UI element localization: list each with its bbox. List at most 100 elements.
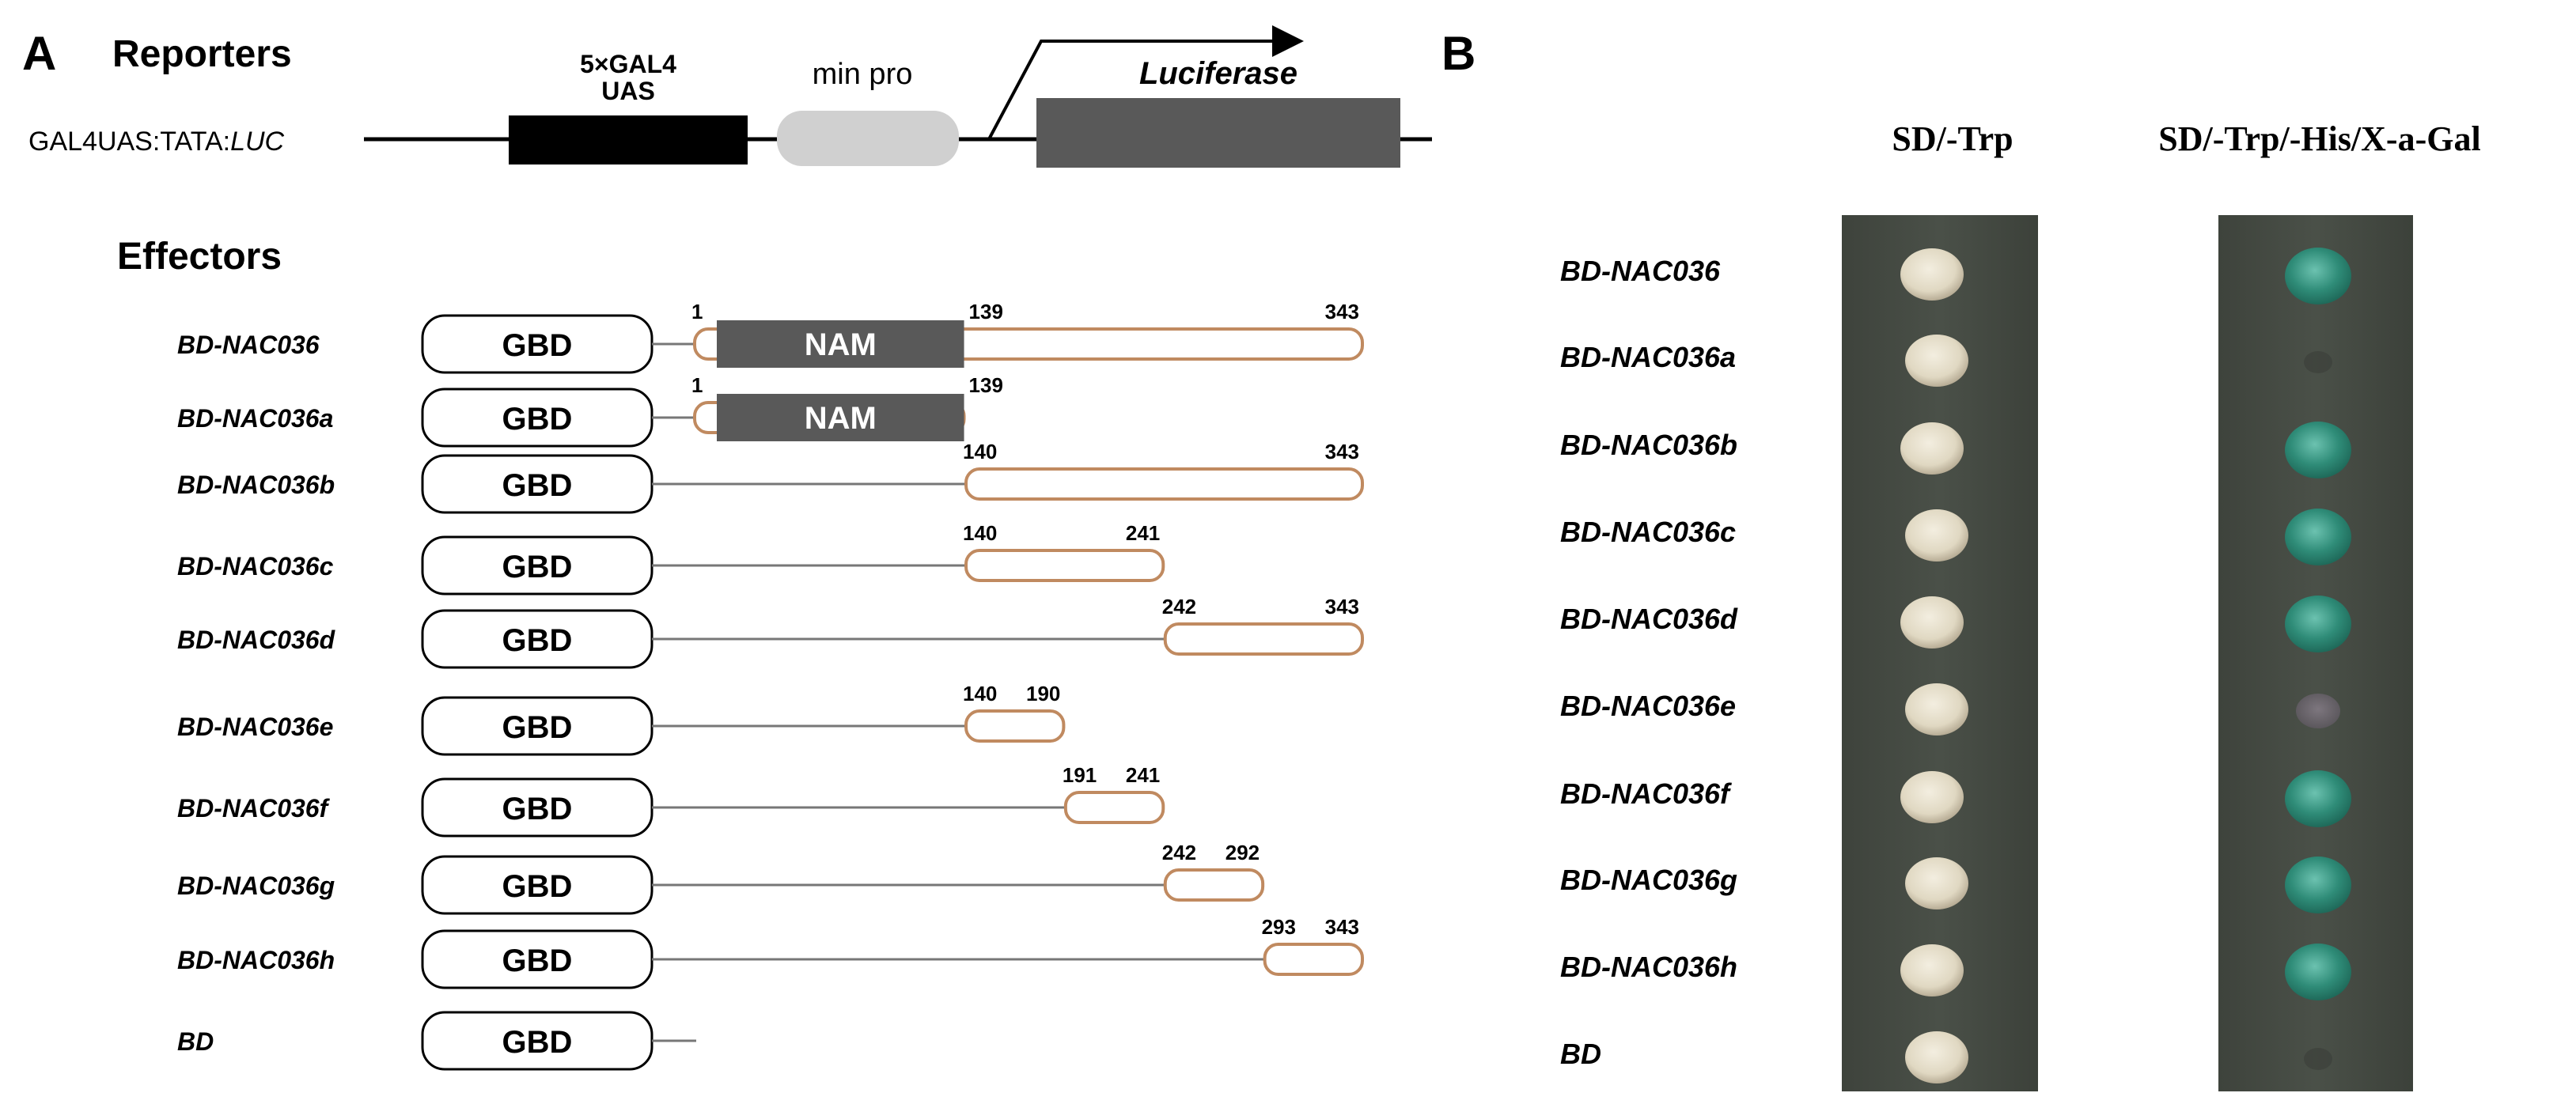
colony-sd-trp	[1900, 771, 1964, 823]
gbd-label: GBD	[502, 328, 573, 363]
nam-domain	[717, 394, 964, 441]
column2-header: SD/-Trp/-His/X-a-Gal	[2158, 119, 2480, 158]
construct-label: BD-NAC036a	[177, 404, 333, 433]
effectors-heading: Effectors	[117, 236, 282, 278]
residue-number: 1	[691, 300, 703, 323]
residue-number: 190	[1026, 682, 1060, 705]
residue-number: 191	[1063, 763, 1097, 787]
column1-header: SD/-Trp	[1892, 119, 2013, 158]
colony-sd-trp	[1905, 335, 1968, 387]
assay-row-label: BD-NAC036f	[1560, 777, 1732, 810]
residue-number: 343	[1325, 440, 1359, 463]
residue-number: 241	[1126, 521, 1160, 545]
construct-label: BD-NAC036e	[177, 713, 333, 741]
assay-row-label: BD-NAC036d	[1560, 603, 1738, 635]
reporters-heading: Reporters	[112, 33, 292, 75]
min-pro-box	[777, 111, 959, 166]
protein-fragment	[1063, 791, 1165, 824]
transcription-start-arrow	[987, 25, 1304, 140]
gbd-label: GBD	[502, 792, 573, 826]
construct-row: BD-NAC036b GBD 140 343	[177, 440, 1365, 514]
colony-sd-trp	[1905, 683, 1968, 736]
colony-sd-trp	[1905, 1031, 1968, 1083]
assay-row: BD-NAC036a	[1560, 335, 2332, 387]
assay-row: BD-NAC036c	[1560, 509, 2351, 565]
residue-number: 140	[963, 682, 997, 705]
gbd-label: GBD	[502, 468, 573, 503]
assay-row-label: BD-NAC036h	[1560, 951, 1737, 983]
colony-x-gal	[2304, 351, 2332, 373]
colony-x-gal	[2285, 944, 2351, 1000]
residue-number: 343	[1325, 300, 1359, 323]
protein-fragment	[964, 709, 1066, 743]
assay-row: BD-NAC036d	[1560, 596, 2351, 652]
residue-number: 241	[1126, 763, 1160, 787]
nam-label: NAM	[805, 401, 877, 436]
construct-label: BD-NAC036g	[177, 872, 335, 900]
residue-number: 1	[691, 373, 703, 397]
protein-fragment	[1163, 622, 1364, 656]
residue-number: 292	[1225, 841, 1260, 864]
residue-number: 140	[963, 521, 997, 545]
reporter-label: GAL4UAS:TATA:LUC	[28, 127, 285, 157]
residue-number: 139	[969, 373, 1003, 397]
colony-x-gal	[2304, 1048, 2332, 1070]
assay-row-label: BD-NAC036a	[1560, 341, 1736, 373]
protein-fragment	[964, 467, 1365, 501]
colony-sd-trp	[1900, 944, 1964, 996]
residue-number: 343	[1325, 595, 1359, 618]
construct-row: BD-NAC036 GBD NAM 139 1 343	[177, 300, 1364, 374]
colony-x-gal	[2296, 694, 2340, 728]
protein-fragment	[964, 549, 1165, 582]
construct-label: BD-NAC036	[177, 331, 320, 359]
construct-row: BD-NAC036a GBD NAM 139 1	[177, 373, 1003, 448]
assay-row-label: BD-NAC036g	[1560, 864, 1737, 896]
assay-row-label: BD-NAC036b	[1560, 429, 1737, 461]
colony-sd-trp	[1900, 248, 1964, 301]
colony-x-gal	[2285, 770, 2351, 827]
construct-label: BD-NAC036h	[177, 946, 335, 974]
colony-sd-trp	[1905, 509, 1968, 562]
assay-row-label: BD-NAC036e	[1560, 690, 1736, 722]
min-pro-label: min pro	[813, 58, 913, 91]
luciferase-box	[1036, 98, 1400, 168]
colony-x-gal	[2285, 857, 2351, 913]
construct-row: BD GBD	[177, 1011, 696, 1071]
assay-row: BD-NAC036h	[1560, 944, 2351, 1000]
construct-row: BD-NAC036c GBD 140 241	[177, 521, 1165, 596]
gbd-label: GBD	[502, 402, 573, 437]
colony-x-gal	[2285, 596, 2351, 652]
assay-row-label: BD-NAC036	[1560, 255, 1721, 287]
assay-row: BD-NAC036b	[1560, 422, 2351, 478]
residue-number: 242	[1162, 595, 1196, 618]
protein-fragment	[1263, 943, 1364, 976]
residue-number: 140	[963, 440, 997, 463]
gbd-label: GBD	[502, 869, 573, 904]
gbd-label: GBD	[502, 944, 573, 978]
residue-number: 343	[1325, 915, 1359, 939]
construct-label: BD	[177, 1027, 214, 1056]
construct-label: BD-NAC036d	[177, 626, 336, 654]
protein-fragment	[1163, 868, 1265, 902]
residue-number: 139	[969, 300, 1003, 323]
construct-label: BD-NAC036c	[177, 552, 334, 580]
assay-row: BD-NAC036f	[1560, 770, 2351, 827]
yeast-assay-rows: BD-NAC036BD-NAC036aBD-NAC036bBD-NAC036cB…	[1560, 248, 2351, 1083]
panel-a-letter: A	[22, 27, 56, 80]
luciferase-label: Luciferase	[1139, 56, 1297, 91]
assay-row: BD	[1560, 1031, 2332, 1083]
uas-box	[509, 115, 748, 164]
gbd-label: GBD	[502, 550, 573, 584]
nam-label: NAM	[805, 327, 877, 362]
assay-row-label: BD-NAC036c	[1560, 516, 1736, 548]
nam-domain	[717, 320, 964, 368]
colony-x-gal	[2285, 248, 2351, 304]
construct-label: BD-NAC036f	[177, 794, 331, 822]
construct-row: BD-NAC036f GBD 191 241	[177, 763, 1165, 838]
construct-label: BD-NAC036b	[177, 471, 335, 499]
gbd-label: GBD	[502, 1025, 573, 1060]
